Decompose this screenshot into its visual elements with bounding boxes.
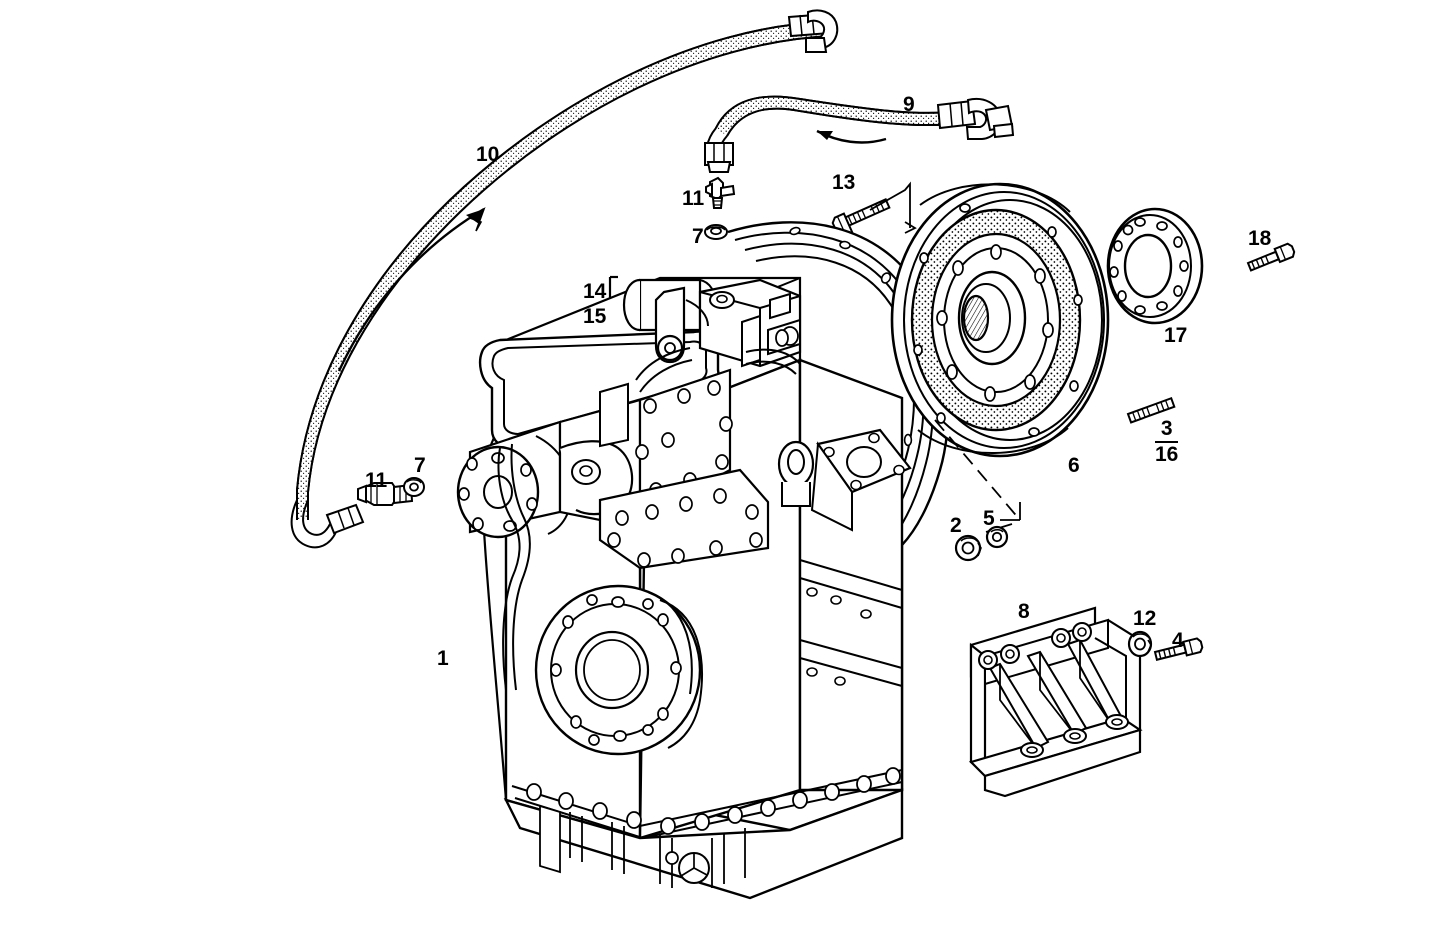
- flange-plate-17-shape: [1106, 207, 1204, 325]
- callout-4: 4: [1172, 629, 1184, 652]
- callout-18: 18: [1248, 227, 1272, 250]
- output-flange-shape: [534, 584, 703, 756]
- callout-8: 8: [1018, 600, 1030, 623]
- callout-11-upper: 11: [682, 187, 705, 210]
- callout-1: 1: [437, 647, 449, 670]
- callout-7-upper: 7: [692, 225, 704, 248]
- callout-17: 17: [1164, 324, 1188, 347]
- hose-short-9-shape: [704, 95, 1015, 173]
- callout-10: 10: [476, 143, 500, 166]
- fitting-11-upper-shape: [705, 176, 736, 209]
- callout-9: 9: [903, 93, 915, 116]
- callout-15: 15: [583, 305, 607, 328]
- lifting-eye-shape: [777, 440, 815, 507]
- washer-7-upper-shape: [704, 224, 728, 240]
- callout-3-numerator: 3: [1160, 417, 1173, 440]
- lock-washer-12-shape: [1127, 630, 1153, 658]
- callout-14: 14: [583, 280, 607, 303]
- shift-lever-shape: [654, 286, 709, 364]
- callout-2: 2: [950, 514, 962, 537]
- callout-13: 13: [832, 171, 856, 194]
- washer-5-shape: [985, 525, 1009, 549]
- fraction-bar: [1155, 441, 1179, 444]
- side-port-pad-shape: [810, 428, 912, 532]
- callout-11-lower: 11: [365, 469, 388, 492]
- callout-16-denominator: 16: [1155, 443, 1179, 467]
- washer-7-lower-shape: [403, 477, 425, 497]
- hose-long-10-shape: [290, 9, 839, 549]
- callout-5: 5: [983, 507, 995, 530]
- callout-7-lower: 7: [414, 454, 426, 477]
- bracket-8-shape: [968, 606, 1143, 798]
- pump-control-group-shape: [456, 278, 802, 691]
- callout-3-16: 3 16: [1155, 417, 1179, 467]
- damper-6-shape: [890, 182, 1110, 458]
- nut-2-shape: [954, 534, 982, 562]
- callout-6: 6: [1068, 454, 1080, 477]
- callout-12: 12: [1133, 607, 1157, 630]
